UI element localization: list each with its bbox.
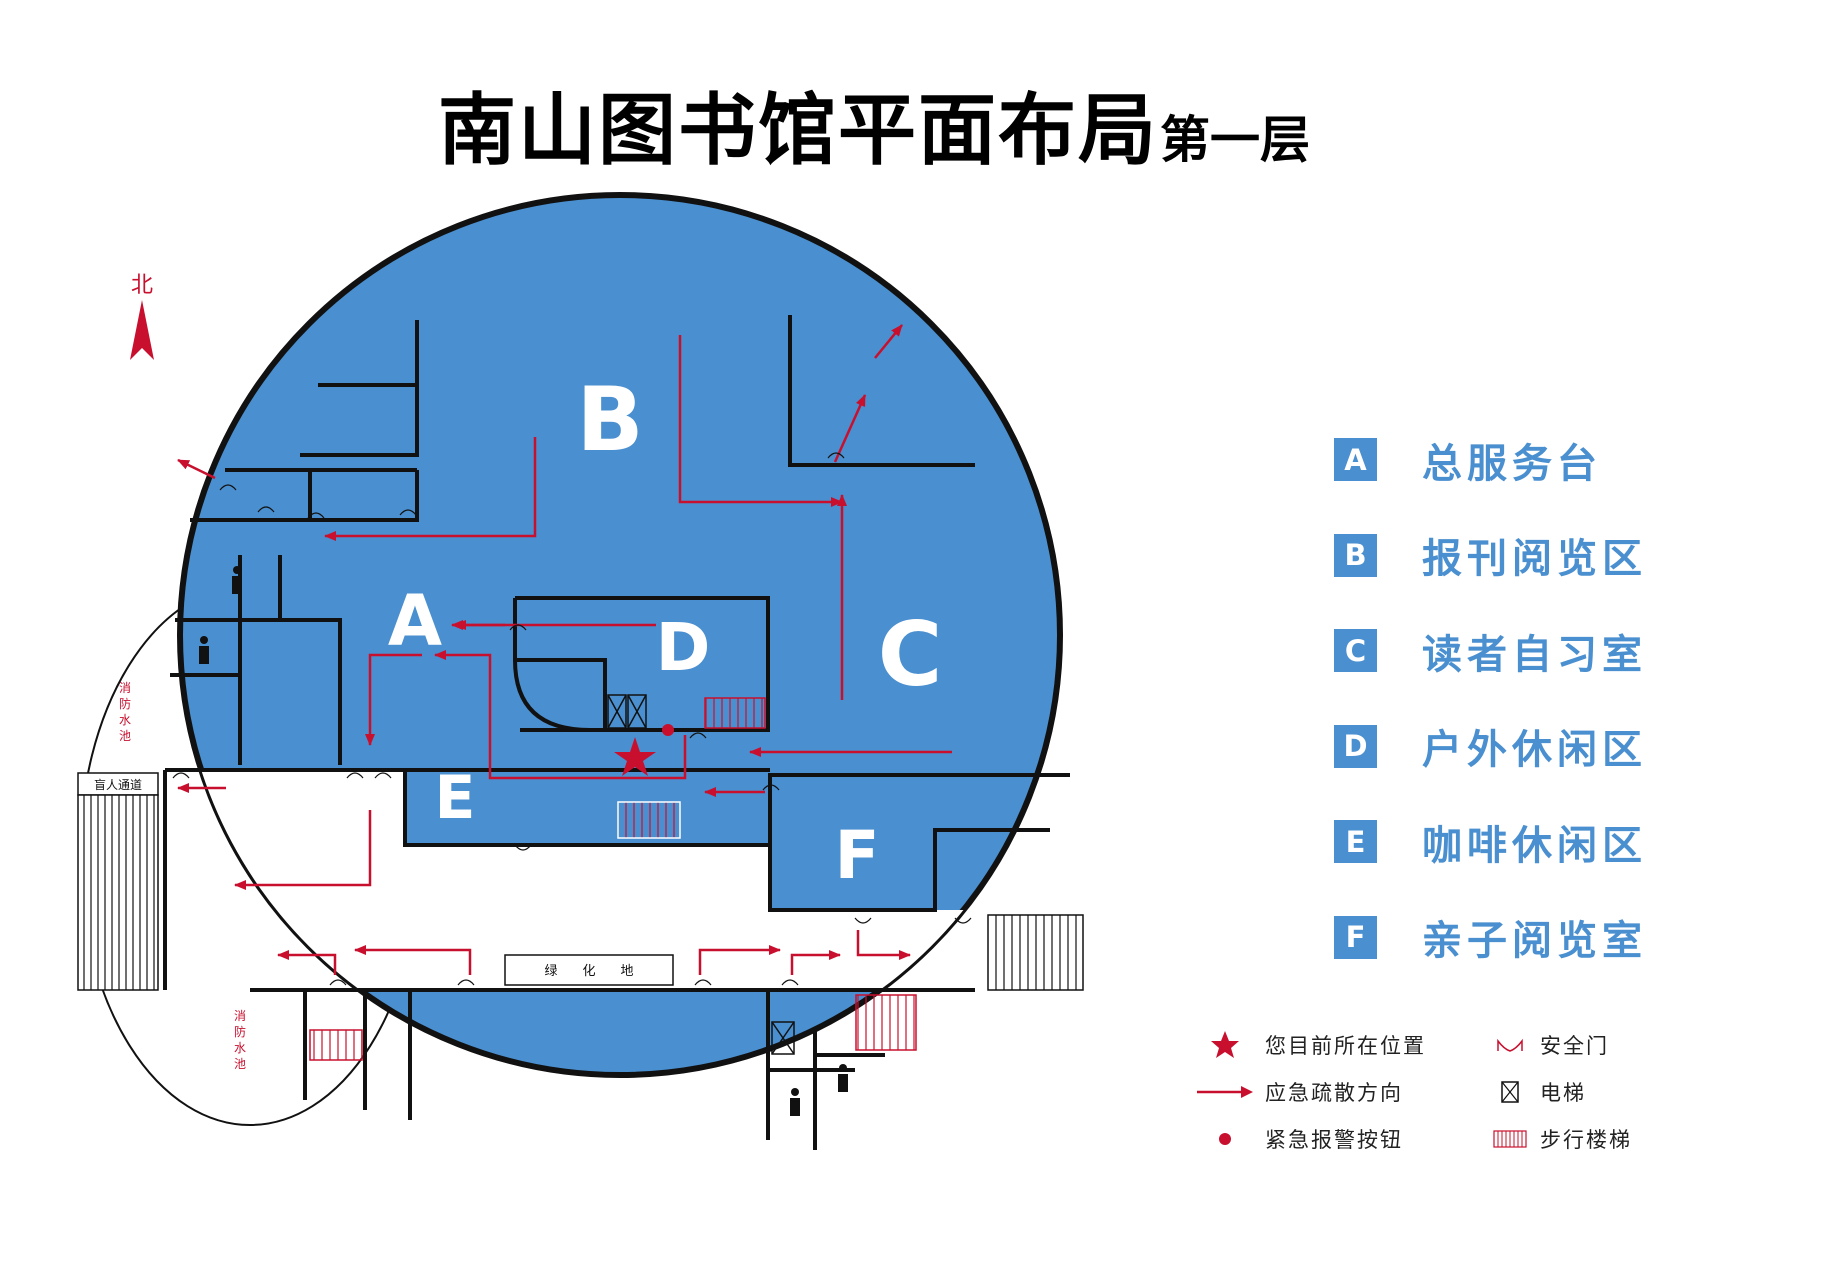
zone-badge-b: B [1334, 533, 1377, 577]
zone-name-b: 报刊阅览区 [1422, 536, 1647, 583]
zone-label-c: C [878, 603, 943, 706]
north-compass: 北 [130, 273, 154, 360]
elevator-icon [1490, 1077, 1530, 1107]
zone-item-d: D 户外休闲区 [1334, 699, 1647, 795]
legend-safety-door-label: 安全门 [1540, 1034, 1609, 1058]
legend-current-location-label: 您目前所在位置 [1265, 1034, 1426, 1058]
legend-stairs-label: 步行楼梯 [1540, 1128, 1632, 1152]
zone-label-e: E [435, 763, 476, 833]
green-area-char-2: 化 [582, 964, 595, 979]
safety-door-icons [172, 452, 972, 986]
zone-name-f: 亲子阅览室 [1422, 918, 1647, 965]
zone-badge-e: E [1334, 820, 1377, 864]
safety-door-icon [1490, 1030, 1530, 1060]
east-steps-lines [995, 915, 1077, 990]
alarm-dot-icon [1195, 1124, 1255, 1154]
fire-pool-south-char-3: 水 [234, 1041, 246, 1055]
zone-badge-a: A [1334, 438, 1377, 482]
green-area-char-1: 绿 [544, 964, 557, 979]
symbol-legend: 您目前所在位置 安全门 应急疏散方向 电梯 紧急报警按钮 [1195, 1030, 1715, 1171]
evacuation-routes [177, 324, 952, 975]
zone-label-a: A [388, 580, 442, 662]
fire-pool-north-char-1: 消 [119, 681, 131, 695]
legend-current-location: 您目前所在位置 [1195, 1030, 1426, 1060]
legend-safety-door: 安全门 [1490, 1030, 1609, 1060]
legend-evacuation-label: 应急疏散方向 [1265, 1081, 1403, 1105]
zone-item-b: B 报刊阅览区 [1334, 508, 1647, 604]
blind-path: 盲人通道 [77, 772, 159, 991]
zone-name-a: 总服务台 [1422, 440, 1602, 487]
stair-icons [309, 697, 917, 1061]
stairs-icon [1490, 1124, 1530, 1154]
legend-row-3: 紧急报警按钮 步行楼梯 [1195, 1124, 1715, 1171]
zone-item-c: C 读者自习室 [1334, 603, 1647, 699]
zone-label-f: F [834, 817, 879, 894]
current-location-star [614, 737, 656, 776]
zone-label-b: B [576, 368, 643, 471]
legend-row-1: 您目前所在位置 安全门 [1195, 1030, 1715, 1077]
zone-labels: B A D C E F [388, 368, 942, 894]
fire-pool-north-char-4: 池 [119, 729, 131, 743]
fire-pool-south-char-1: 消 [234, 1009, 246, 1023]
compass-label: 北 [131, 273, 153, 298]
legend-alarm: 紧急报警按钮 [1195, 1124, 1403, 1154]
zone-item-a: A 总服务台 [1334, 412, 1647, 508]
zone-item-e: E 咖啡休闲区 [1334, 794, 1647, 890]
blind-path-label: 盲人通道 [94, 777, 142, 792]
star-icon [1195, 1030, 1255, 1060]
title-floor: 第一层 [1160, 111, 1311, 169]
green-area-char-3: 地 [620, 964, 633, 979]
fire-pool-north: 消 防 水 池 [119, 681, 131, 743]
fire-pool-south-char-4: 池 [234, 1057, 246, 1071]
fire-pool-north-char-3: 水 [119, 713, 131, 727]
fire-pool-south: 消 防 水 池 [234, 1009, 246, 1071]
zone-name-c: 读者自习室 [1422, 631, 1647, 678]
fire-pool-north-char-2: 防 [119, 696, 131, 711]
restroom-icons [199, 566, 848, 1116]
zone-legend: A 总服务台 B 报刊阅览区 C 读者自习室 D 户外休闲区 E 咖啡休闲区 F… [1334, 412, 1647, 985]
north-arrow-icon [130, 300, 154, 360]
zone-item-f: F 亲子阅览室 [1334, 890, 1647, 986]
zone-badge-c: C [1334, 629, 1377, 673]
zone-badge-d: D [1334, 724, 1377, 768]
fire-pool-south-char-2: 防 [234, 1024, 246, 1039]
evacuation-arrow-icon [1195, 1077, 1255, 1107]
zone-label-d: D [656, 609, 711, 686]
title-main: 南山图书馆平面布局 [438, 86, 1159, 176]
legend-elevator-label: 电梯 [1540, 1081, 1586, 1105]
elevator-icons [607, 694, 795, 1055]
legend-row-2: 应急疏散方向 电梯 [1195, 1077, 1715, 1124]
page-title: 南山图书馆平面布局第一层 [438, 92, 1310, 170]
zone-badge-f: F [1334, 915, 1377, 959]
alarm-button-marker [662, 724, 674, 736]
legend-stairs: 步行楼梯 [1490, 1124, 1632, 1154]
zone-name-d: 户外休闲区 [1422, 727, 1647, 774]
legend-alarm-label: 紧急报警按钮 [1265, 1128, 1403, 1152]
legend-elevator: 电梯 [1490, 1077, 1586, 1107]
green-area: 绿 化 地 [504, 954, 674, 986]
zone-name-e: 咖啡休闲区 [1422, 822, 1647, 869]
blind-path-lines [83, 795, 155, 990]
legend-evacuation: 应急疏散方向 [1195, 1077, 1403, 1107]
corridors [180, 770, 1060, 990]
